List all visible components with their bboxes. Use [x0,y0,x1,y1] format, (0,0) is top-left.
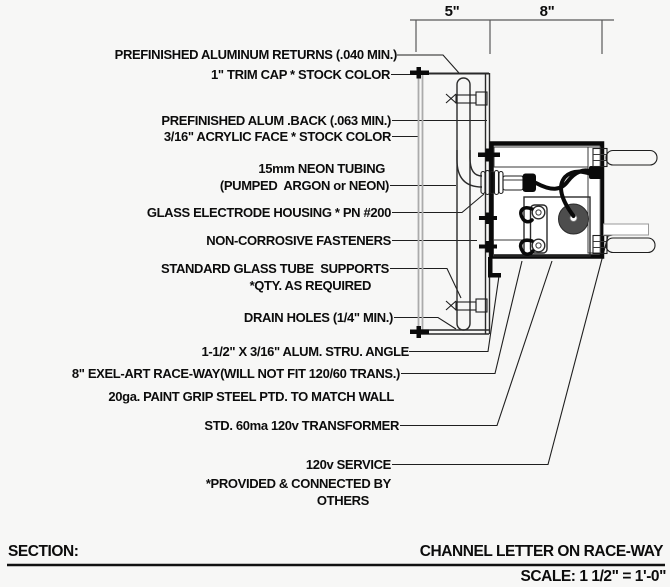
tube-bend-outer [456,150,483,188]
scale-note: SCALE: 1 1/2" = 1'-0" [521,568,667,585]
label-neon-1: 15mm NEON TUBING [258,161,385,176]
label-electrode: GLASS ELECTRODE HOUSING * PN #200 [147,205,391,220]
label-raceway-2: 20ga. PAINT GRIP STEEL PTD. TO MATCH WAL… [108,389,394,404]
label-service-1: 120v SERVICE [306,457,392,472]
transformer-bracket [529,204,548,254]
fastener-tick [485,212,490,224]
title-block: SECTION: CHANNEL LETTER ON RACE-WAY SCAL… [7,543,667,585]
mounting-bolts [592,147,658,255]
tube-support-top [445,91,488,106]
dimension-channel-depth: 5" [445,3,460,20]
label-drain: DRAIN HOLES (1/4" MIN.) [244,310,393,325]
transformer-box [523,196,591,257]
bolt-shaft-top [605,149,658,166]
electrode-housing [480,169,536,196]
drawing-title: CHANNEL LETTER ON RACE-WAY [420,543,664,560]
cable-fitting [589,166,603,179]
label-back: PREFINISHED ALUM .BACK (.063 MIN.) [161,113,391,128]
leader-returns [397,54,460,74]
wire-hook-bottom [518,238,535,257]
label-service-3: OTHERS [317,493,370,508]
bolt-shaft-bottom [605,237,656,254]
leader-angle [409,275,500,353]
fastener-tick [485,241,490,253]
callout-labels: PREFINISHED ALUMINUM RETURNS (.040 MIN.)… [72,47,410,508]
cable-coil [559,169,593,218]
tube-support-bottom [445,298,488,313]
trim-cap-bottom [410,326,429,338]
gto-cables [534,166,603,218]
bolt-hex-bottom [592,234,608,255]
service-conduit [603,223,649,236]
neon-tube [456,77,471,331]
bracket-screw-top [531,205,546,220]
channel-letter [410,67,491,338]
label-returns: PREFINISHED ALUMINUM RETURNS (.040 MIN.) [115,47,397,62]
label-neon-2: (PUMPED ARGON or NEON) [220,178,389,193]
label-fasteners: NON-CORROSIVE FASTENERS [206,233,391,248]
electrode-cap [522,173,536,192]
trim-cap-top [410,67,429,79]
section-label: SECTION: [8,543,78,560]
label-angle: 1-1/2" X 3/16" ALUM. STRU. ANGLE [202,344,410,359]
bracket-screw-top-center [535,209,542,216]
dimension-lines: 5" 8" [410,3,614,54]
label-trim-cap: 1" TRIM CAP * STOCK COLOR [211,67,391,82]
wire-hook-top [519,206,534,224]
bracket-screw-bottom [531,238,546,253]
fastener-tick [485,148,491,162]
leader-raceway [401,260,523,375]
bolt-hex-top [592,147,608,168]
label-raceway-1: 8" EXEL-ART RACE-WAY(WILL NOT FIT 120/60… [72,366,400,381]
leader-transformer [400,260,553,427]
label-face: 3/16" ACRYLIC FACE * STOCK COLOR [164,129,392,144]
label-transformer: STD. 60ma 120v TRANSFORMER [204,418,400,433]
leader-drain [394,316,457,330]
dimension-raceway-depth: 8" [540,3,555,20]
tube-bend-inner [469,150,483,177]
alum-angle [488,257,501,278]
leader-electrode [392,193,485,214]
label-supports-1: STANDARD GLASS TUBE SUPPORTS [161,261,390,276]
wall-fasteners [478,148,500,253]
label-supports-2: *QTY. AS REQUIRED [250,278,371,293]
bracket-screw-bottom-center [535,242,542,249]
label-service-2: *PROVIDED & CONNECTED BY [206,476,392,491]
